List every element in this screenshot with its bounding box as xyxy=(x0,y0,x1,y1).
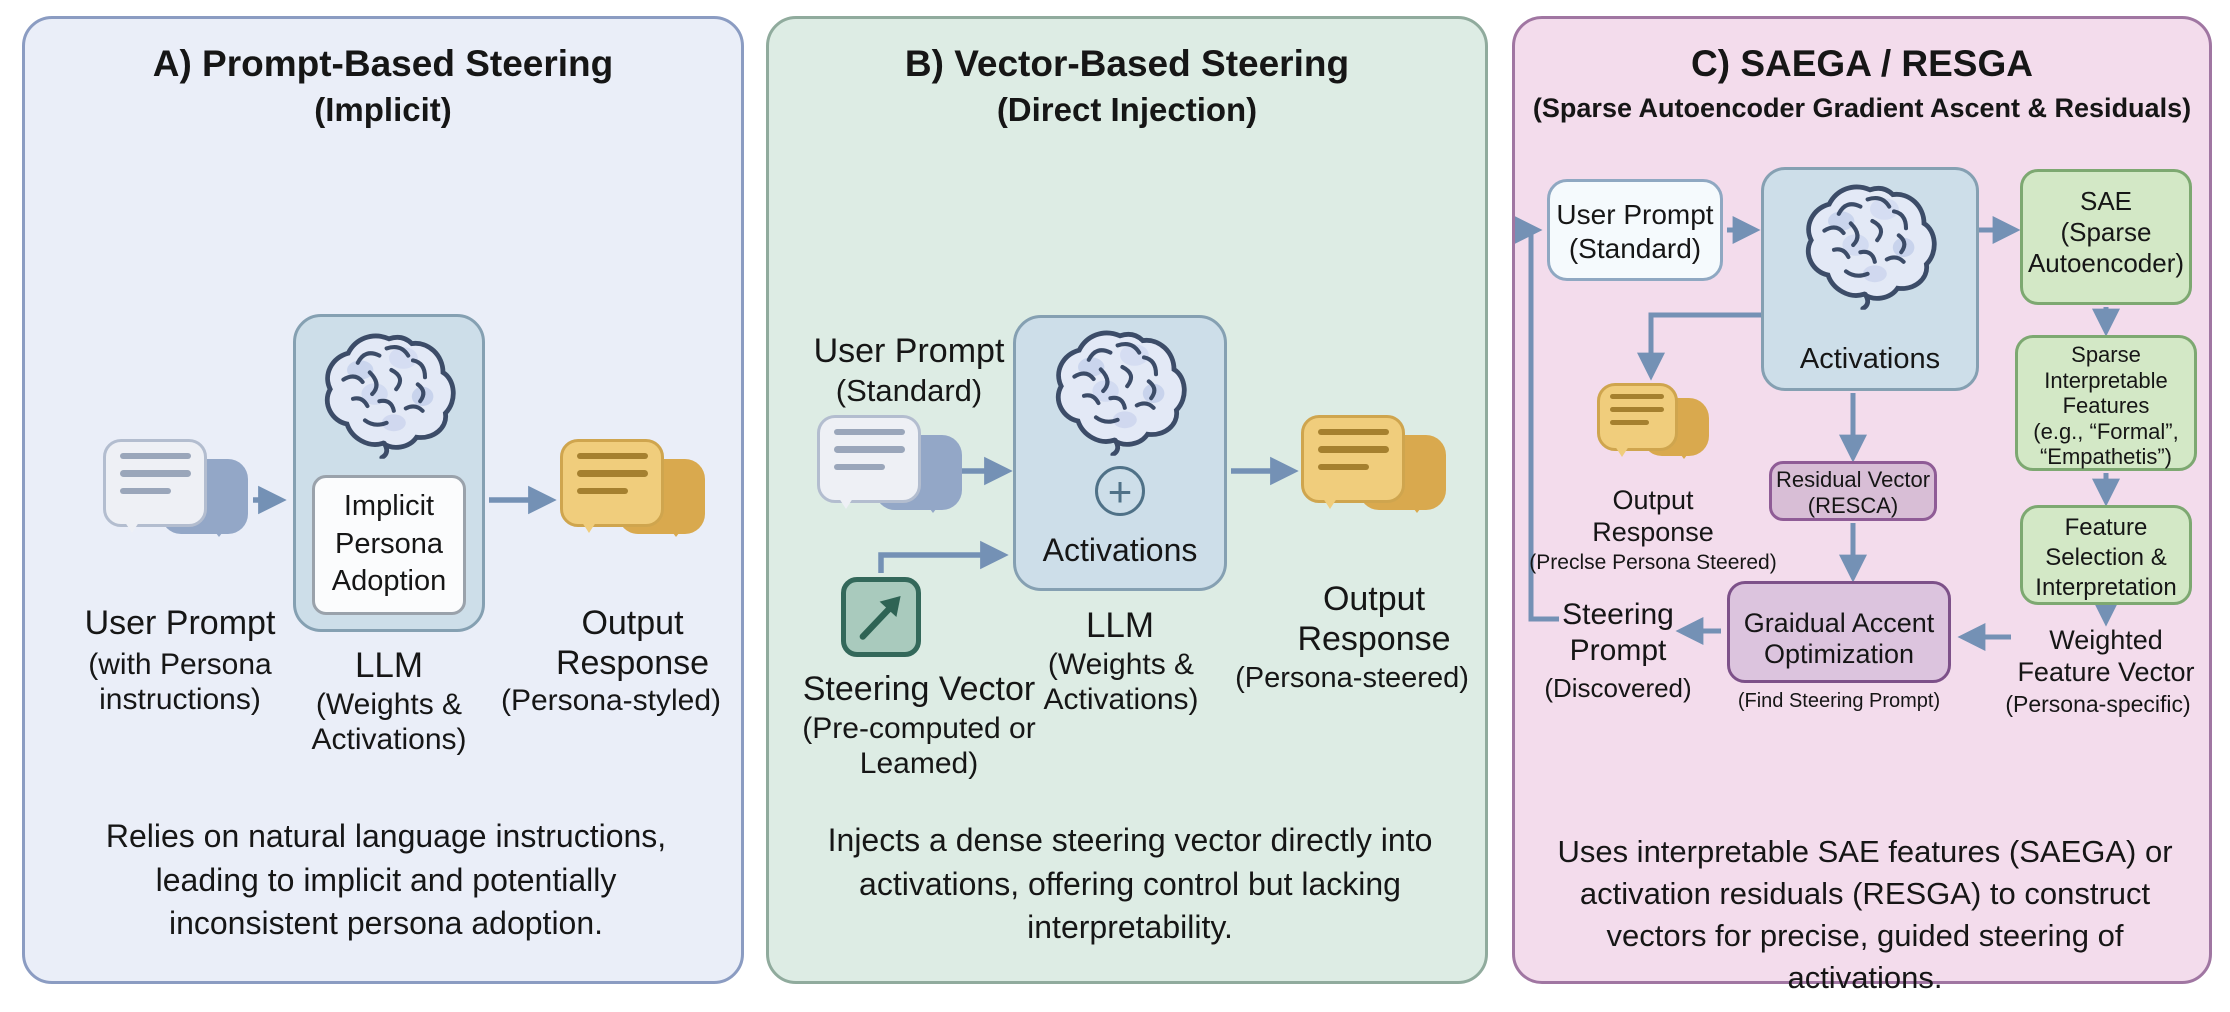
steering-vector-label: Steering Vector xyxy=(802,670,1036,708)
sparse-features-box: Sparse Interpretable Features (e.g., “Fo… xyxy=(2015,335,2197,471)
user-prompt-icon xyxy=(103,439,248,561)
residual-vector-box: Residual Vector (RESCA) xyxy=(1769,461,1937,521)
brain-icon xyxy=(1048,326,1192,456)
user-prompt-sublabel: (with Persona instructions) xyxy=(88,648,272,717)
steering-vector-sublabel: (Pre-computed or Leamed) xyxy=(802,712,1036,781)
llm-label: LLM xyxy=(354,646,424,685)
output-response-sublabel: (Persona-styled) xyxy=(500,684,722,717)
output-response-label: Output Response xyxy=(1297,580,1451,659)
user-prompt-label: User Prompt xyxy=(813,332,1005,370)
panel-c-title: C) SAEGA / RESGA xyxy=(1691,43,2033,84)
output-response-icon xyxy=(1597,383,1709,477)
llm-label: LLM xyxy=(1085,606,1155,645)
steering-prompt-label: Steering Prompt xyxy=(1562,598,1674,667)
chat-front-bubble xyxy=(1597,383,1678,457)
chat-front-bubble xyxy=(1301,415,1406,509)
feature-selection-box: Feature Selection & Interpretation xyxy=(2020,505,2192,605)
panel-c-description: Uses interpretable SAE features (SAEGA) … xyxy=(1557,834,2173,996)
gao-label: Graidual Accent Optimization xyxy=(1743,608,1935,670)
output-response-icon xyxy=(560,439,705,561)
panel-a-description: Relies on natural language instructions,… xyxy=(105,818,667,942)
llm-box: + Activations xyxy=(1013,315,1227,591)
chat-front-bubble xyxy=(817,415,922,509)
panel-prompt-based-steering: A) Prompt-Based Steering (Implicit) User… xyxy=(22,16,744,984)
brain-icon xyxy=(1798,180,1942,310)
output-response-label: Output Response xyxy=(1592,485,1714,547)
panel-c-subtitle: (Sparse Autoencoder Gradient Ascent & Re… xyxy=(1532,93,2192,123)
llm-box: Activations xyxy=(1761,167,1979,391)
output-response-sublabel: (Preclse Persona Steered) xyxy=(1529,551,1777,574)
gradual-accent-optimization-box: Graidual Accent Optimization (Find Steer… xyxy=(1727,581,1951,712)
chat-front-bubble xyxy=(560,439,665,533)
steering-prompt-sublabel: (Discovered) xyxy=(1544,673,1692,703)
implicit-persona-adoption-box: Implicit Persona Adoption xyxy=(312,475,466,615)
panel-saega-resga: C) SAEGA / RESGA (Sparse Autoencoder Gra… xyxy=(1512,16,2212,995)
activations-label: Activations xyxy=(1799,343,1941,375)
output-response-sublabel: (Persona-steered) xyxy=(1235,662,1469,694)
panel-b-subtitle: (Direct Injection) xyxy=(996,91,1258,128)
panel-vector-based-steering: B) Vector-Based Steering (Direct Injecti… xyxy=(766,16,1488,984)
arrow-vector-to-activations xyxy=(878,540,1009,573)
weighted-feature-vector-label: Weighted Feature Vector xyxy=(2017,625,2195,687)
weighted-feature-vector-sublabel: (Persona-specific) xyxy=(2005,691,2191,717)
user-prompt-icon xyxy=(817,415,962,537)
llm-box: Implicit Persona Adoption xyxy=(293,314,485,632)
activations-label: Activations xyxy=(1042,532,1198,568)
vector-arrow-glyph xyxy=(859,596,901,640)
output-response-icon xyxy=(1301,415,1446,537)
user-prompt-box: User Prompt (Standard) xyxy=(1547,179,1723,281)
gao-sublabel: (Find Steering Prompt) xyxy=(1737,690,1941,713)
brain-icon xyxy=(317,329,461,459)
output-response-label: Output Response xyxy=(555,604,710,683)
panel-b-title: B) Vector-Based Steering xyxy=(904,43,1350,84)
user-prompt-sublabel: (Standard) xyxy=(835,373,983,408)
arrow-llm-to-output xyxy=(1637,312,1761,381)
steering-vector-icon xyxy=(841,577,921,657)
user-prompt-label: User Prompt xyxy=(84,604,276,642)
llm-sublabel: (Weights & Activations) xyxy=(1043,648,1199,717)
llm-sublabel: (Weights & Activations) xyxy=(311,688,467,757)
panel-a-title: A) Prompt-Based Steering xyxy=(152,43,614,84)
panel-a-subtitle: (Implicit) xyxy=(314,91,452,128)
sae-box: SAE (Sparse Autoencoder) xyxy=(2020,169,2192,305)
plus-icon: + xyxy=(1095,466,1145,516)
panel-b-description: Injects a dense steering vector directly… xyxy=(827,822,1433,946)
chat-front-bubble xyxy=(103,439,208,533)
